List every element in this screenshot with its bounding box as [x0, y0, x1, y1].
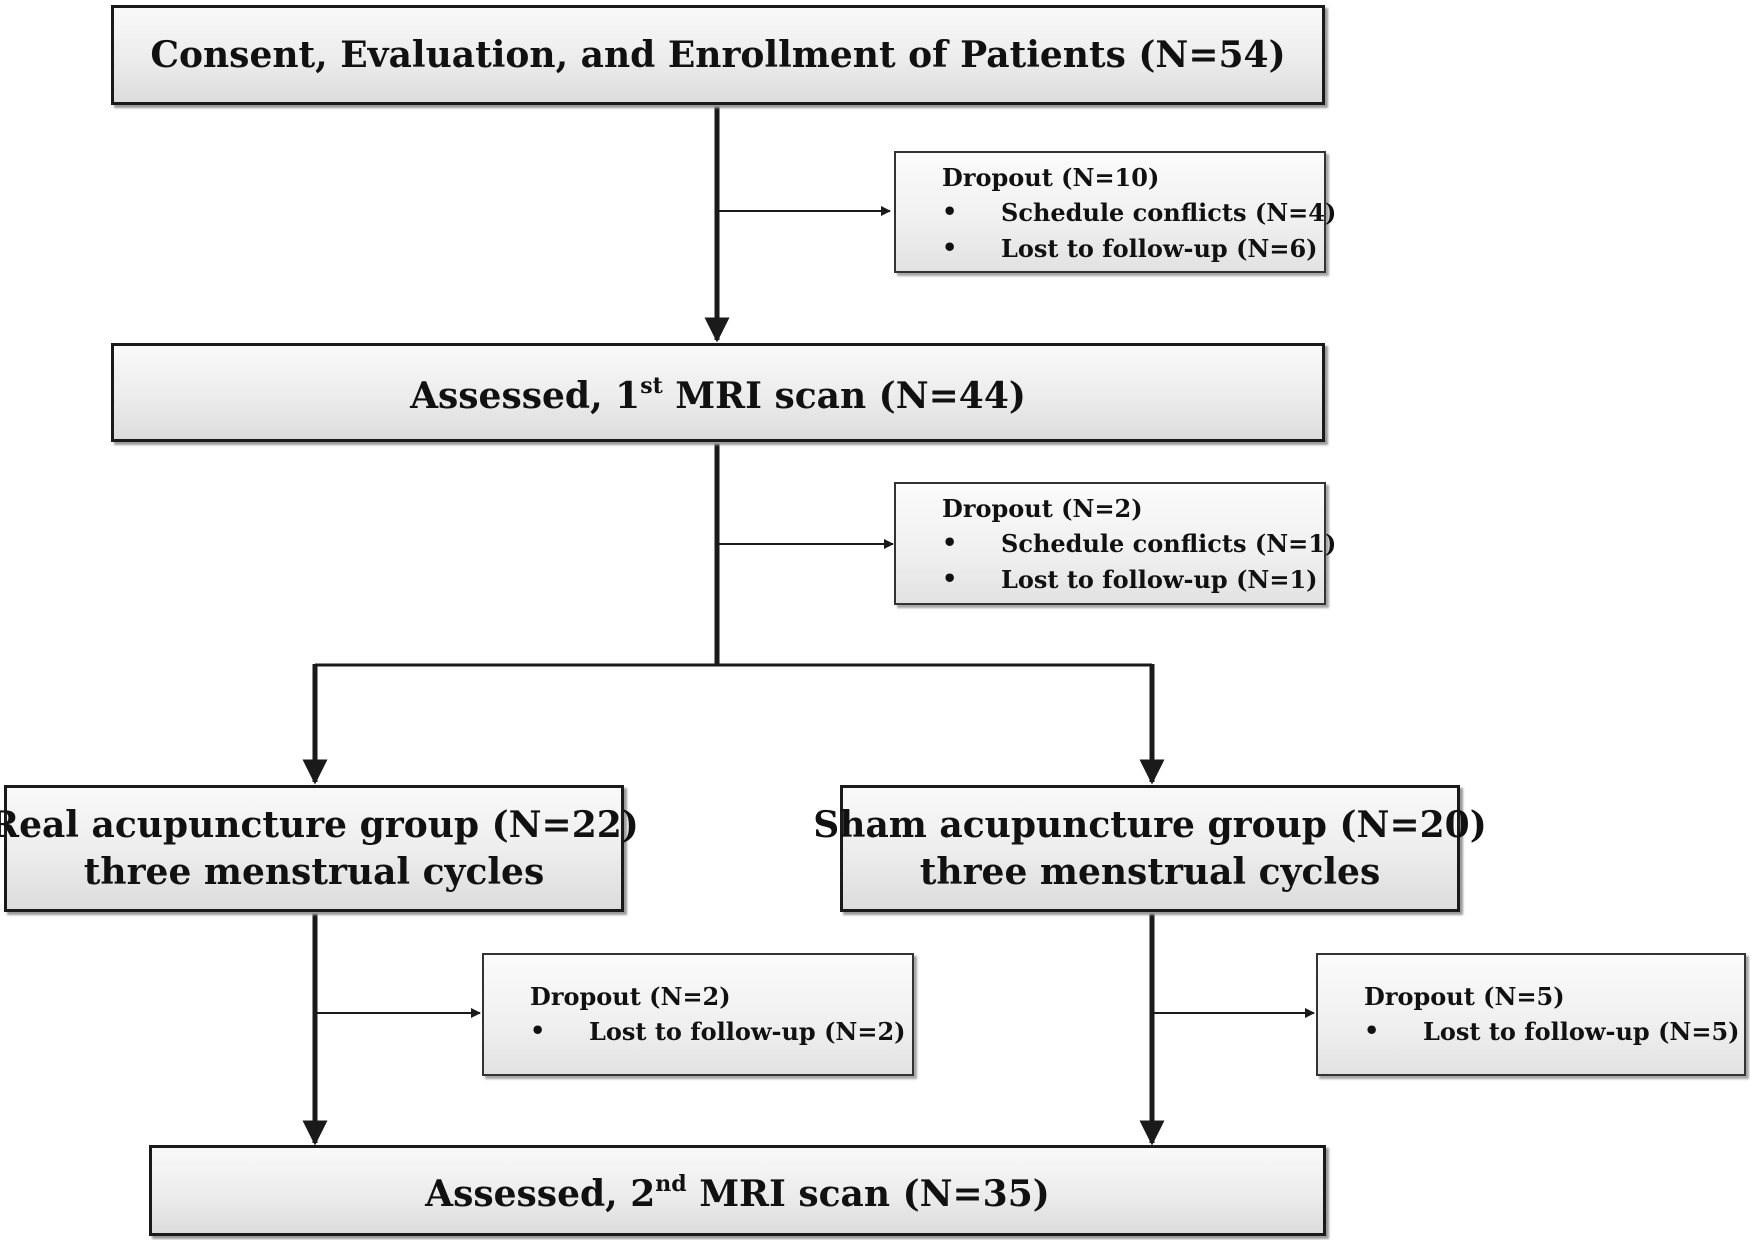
second-scan-label: Assessed, 2nd MRI scan (N=35) [425, 1163, 1050, 1218]
dropout-item: Lost to follow-up (N=5) [1423, 1017, 1740, 1046]
dropout-item: Lost to follow-up (N=6) [1001, 234, 1318, 263]
real-group-duration: three menstrual cycles [83, 850, 545, 893]
second-scan-box: Assessed, 2nd MRI scan (N=35) [149, 1145, 1326, 1236]
first-scan-label: Assessed, 1st MRI scan (N=44) [410, 365, 1026, 420]
dropout-title: Dropout (N=2) [942, 494, 1143, 523]
sham-group-duration: three menstrual cycles [919, 850, 1381, 893]
first-scan-label-pre: Assessed, 1 [410, 375, 641, 417]
enrollment-box: Consent, Evaluation, and Enrollment of P… [111, 5, 1325, 105]
dropout-title: Dropout (N=10) [942, 163, 1160, 192]
dropout-item: Lost to follow-up (N=2) [589, 1017, 906, 1046]
first-scan-box: Assessed, 1st MRI scan (N=44) [111, 343, 1325, 442]
sham-group-title: Sham acupuncture group (N=20) [813, 803, 1487, 846]
bullet-icon: • [942, 197, 958, 226]
enrollment-label: Consent, Evaluation, and Enrollment of P… [150, 33, 1286, 76]
bullet-icon: • [1364, 1016, 1380, 1045]
sham-group-box: Sham acupuncture group (N=20) three mens… [813, 785, 1487, 912]
bullet-icon: • [942, 233, 958, 262]
second-scan-label-post: MRI scan (N=35) [686, 1173, 1050, 1215]
real-group-title: Real acupuncture group (N=22) [0, 803, 639, 846]
second-scan-ordinal: nd [655, 1171, 687, 1197]
second-scan-label-pre: Assessed, 2 [425, 1173, 656, 1215]
dropout-box-sham: Dropout (N=5) • Lost to follow-up (N=5) [1316, 953, 1746, 1076]
first-scan-label-post: MRI scan (N=44) [662, 375, 1026, 417]
bullet-icon: • [530, 1016, 546, 1045]
dropout-item: Schedule conflicts (N=1) [1001, 529, 1337, 558]
bullet-icon: • [942, 564, 958, 593]
dropout-title: Dropout (N=5) [1364, 982, 1565, 1011]
dropout-box-1: Dropout (N=10) • Schedule conflicts (N=4… [894, 151, 1336, 273]
dropout-title: Dropout (N=2) [530, 982, 731, 1011]
bullet-icon: • [942, 528, 958, 557]
dropout-item: Schedule conflicts (N=4) [1001, 198, 1337, 227]
dropout-item: Lost to follow-up (N=1) [1001, 565, 1318, 594]
dropout-box-2: Dropout (N=2) • Schedule conflicts (N=1)… [894, 482, 1336, 605]
dropout-box-real: Dropout (N=2) • Lost to follow-up (N=2) [482, 953, 914, 1076]
real-group-box: Real acupuncture group (N=22) three mens… [0, 785, 639, 912]
first-scan-ordinal: st [640, 373, 663, 399]
